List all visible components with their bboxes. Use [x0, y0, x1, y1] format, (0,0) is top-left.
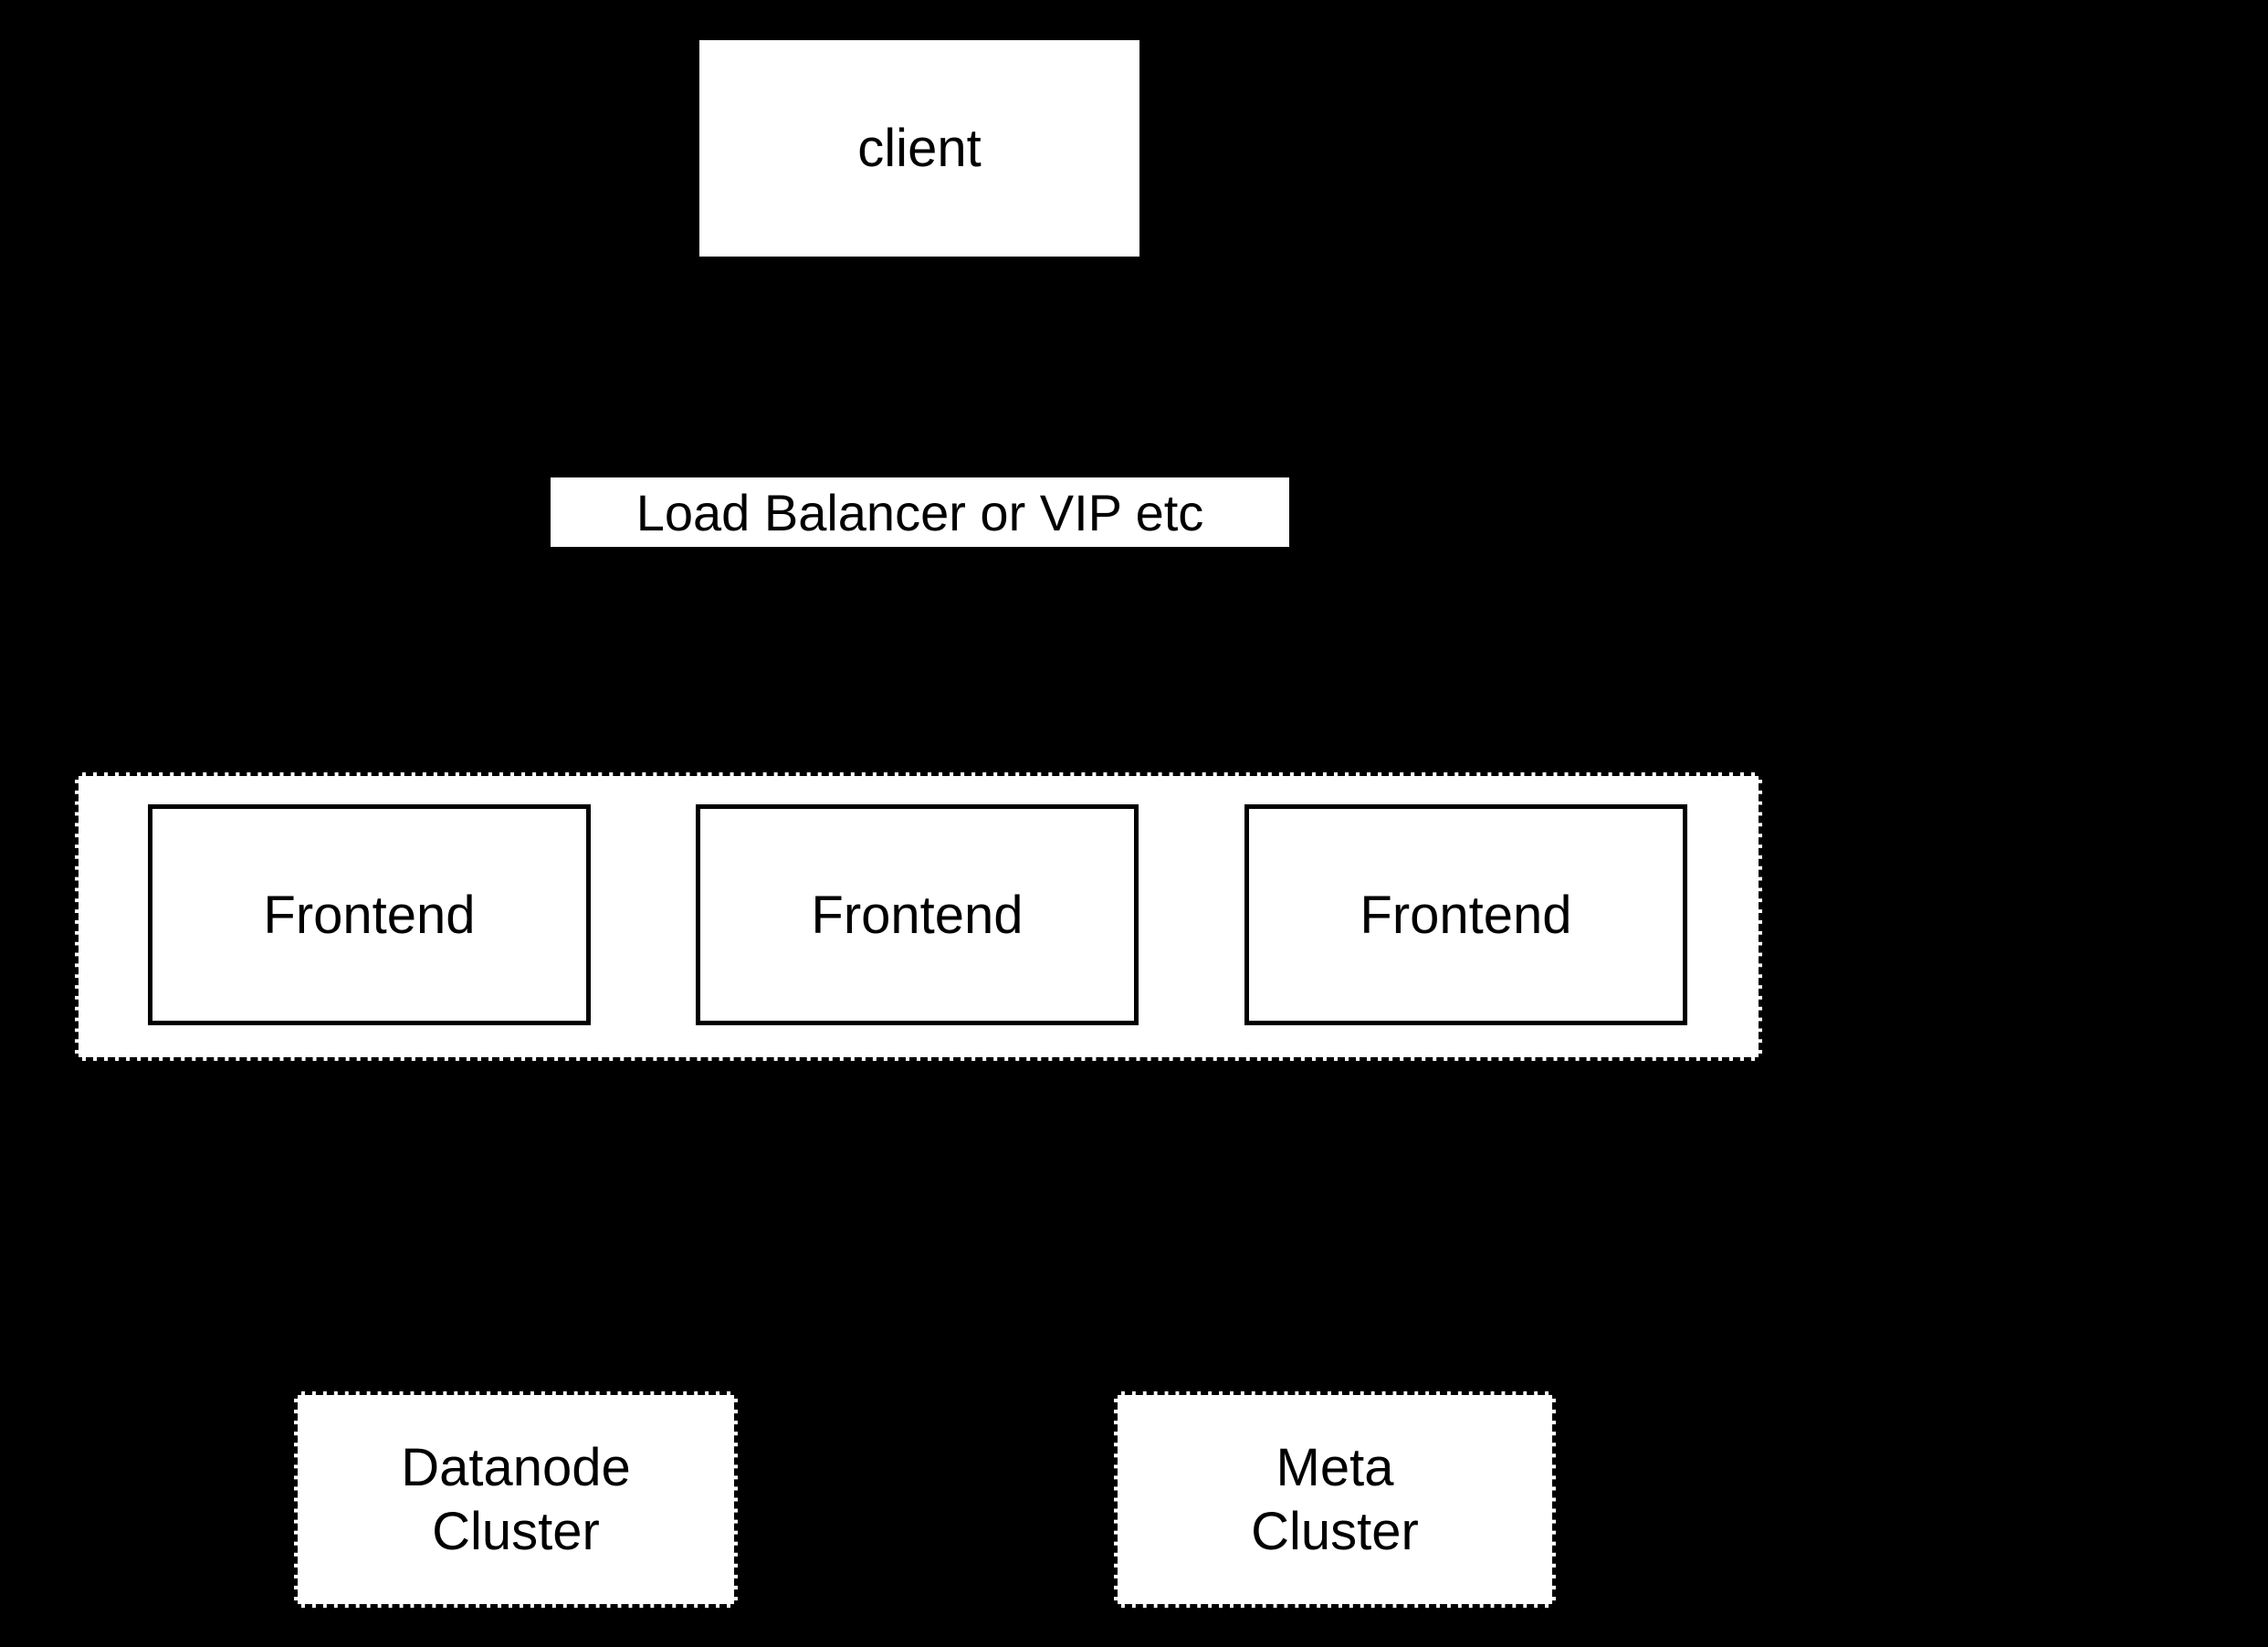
frontend-node: Frontend [1244, 804, 1687, 1025]
load-balancer-node: Load Balancer or VIP etc [551, 477, 1289, 547]
frontend-label: Frontend [263, 885, 476, 945]
meta-cluster-label: Meta Cluster [1251, 1437, 1419, 1561]
datanode-cluster-node: Datanode Cluster [294, 1391, 738, 1608]
frontend-label: Frontend [811, 885, 1024, 945]
meta-cluster-node: Meta Cluster [1114, 1391, 1556, 1608]
frontend-label: Frontend [1360, 885, 1572, 945]
frontend-node: Frontend [148, 804, 591, 1025]
load-balancer-label: Load Balancer or VIP etc [635, 483, 1204, 541]
frontend-cluster-group: Frontend Frontend Frontend [75, 772, 1762, 1061]
datanode-cluster-label: Datanode Cluster [401, 1437, 631, 1561]
client-node: client [699, 40, 1139, 257]
frontend-node: Frontend [696, 804, 1139, 1025]
client-label: client [857, 119, 982, 178]
